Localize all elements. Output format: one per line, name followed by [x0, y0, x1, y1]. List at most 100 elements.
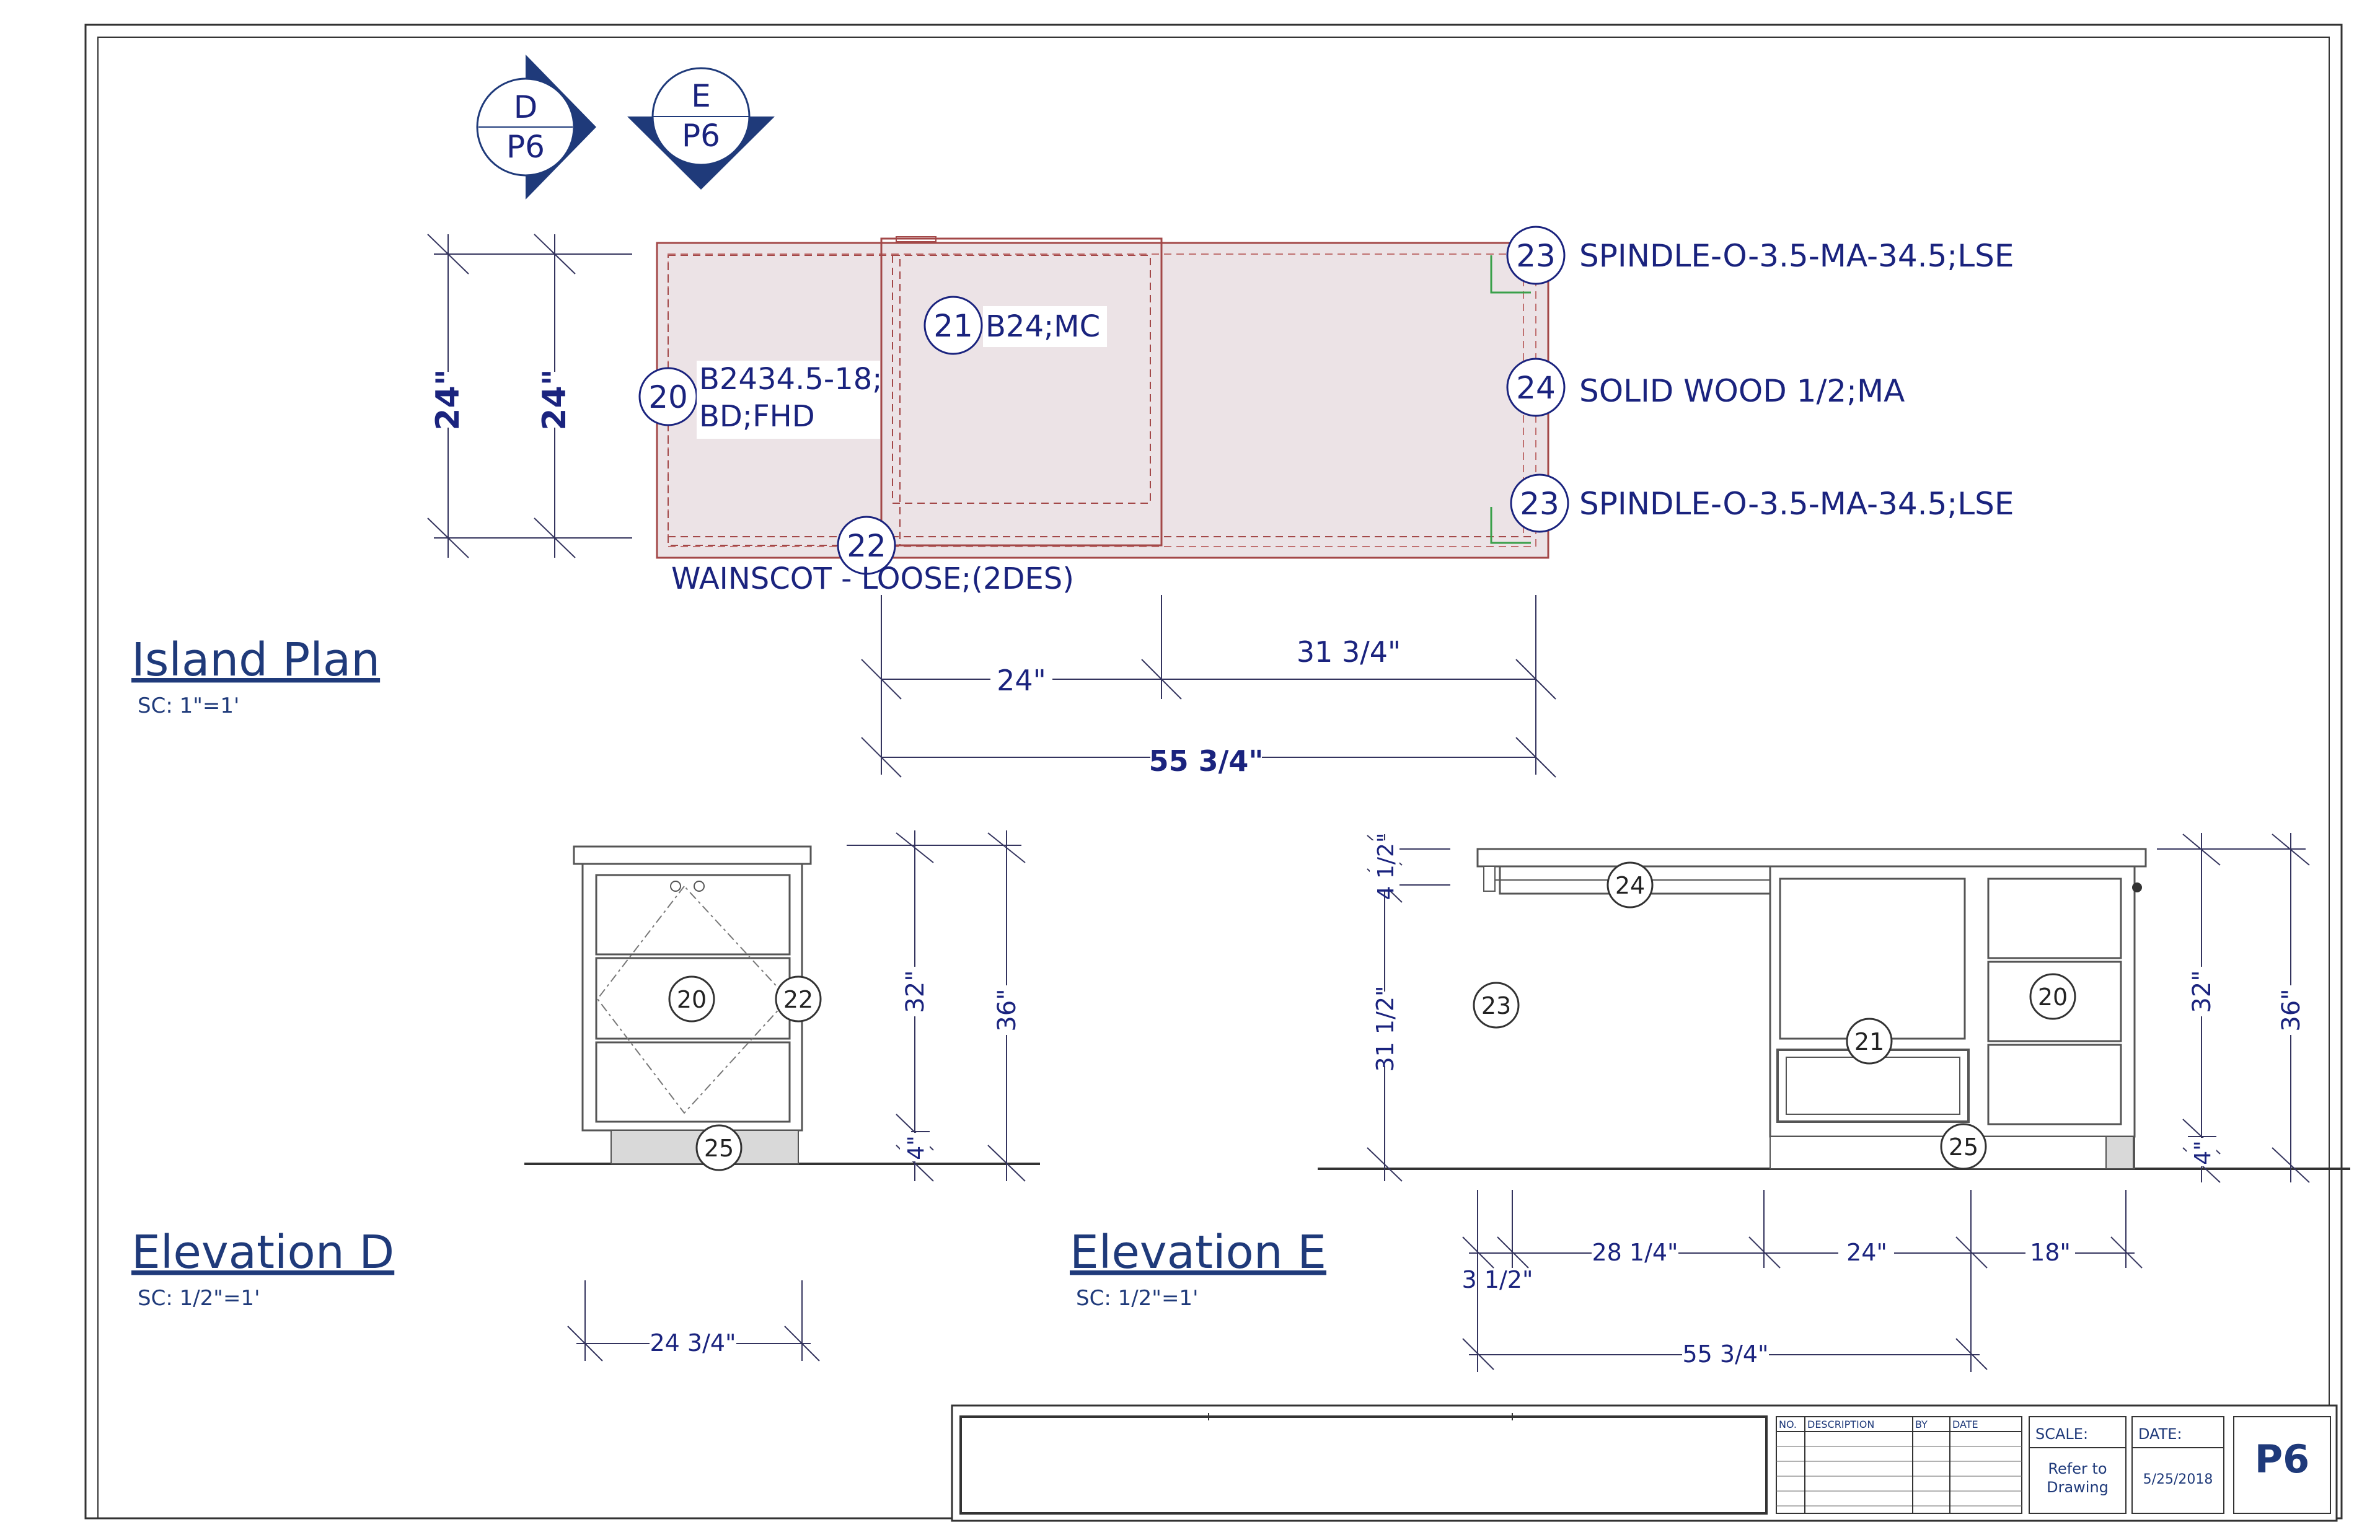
sheet-number-box — [2233, 1416, 2331, 1514]
elev-e-dim-4: 4" — [2190, 1140, 2216, 1164]
scale-label: SCALE: — [2035, 1425, 2088, 1443]
plan-dim-left-outer: 24" — [430, 369, 467, 430]
date-label: DATE: — [2138, 1425, 2182, 1443]
svg-text:25: 25 — [1949, 1133, 1978, 1161]
elev-d-knob-left — [670, 881, 681, 892]
callout-d-sheet: P6 — [506, 129, 545, 165]
svg-text:20: 20 — [2038, 983, 2068, 1011]
scale-box — [2029, 1416, 2127, 1514]
elev-d-door-swing — [596, 886, 790, 1114]
plan-label-solid-wood: SOLID WOOD 1/2;MA — [1579, 373, 1905, 409]
plan-label-wainscot: WAINSCOT - LOOSE;(2DES) — [671, 561, 1074, 596]
elev-e-drawer-20-bottom — [1987, 1044, 2122, 1125]
date-box — [2131, 1416, 2224, 1514]
plan-tag-23-top: 23 — [1506, 226, 1566, 285]
elev-e-dim-total: 55 3/4" — [1682, 1340, 1768, 1368]
section-callout-e: E P6 — [627, 67, 775, 190]
svg-text:21: 21 — [933, 308, 973, 344]
elev-d-dim-32: 32" — [901, 970, 930, 1013]
spindle-leg-bottom — [1490, 507, 1531, 544]
rev-header-date: DATE — [1952, 1419, 1978, 1430]
elev-e-drawer-20-mid — [1987, 961, 2122, 1042]
rev-header-by: BY — [1915, 1419, 1928, 1430]
svg-text:24: 24 — [1516, 370, 1556, 406]
plan-dim-bottom-31: 31 3/4" — [1297, 635, 1401, 669]
scale-value-line2: Drawing — [2047, 1479, 2109, 1496]
elev-e-dims-width — [1462, 1190, 2143, 1372]
elevation-e-scale: SC: 1/2"=1' — [1076, 1286, 1198, 1311]
elevation-d: 20 22 25 32" 36" 4" — [524, 830, 1040, 1362]
svg-text:20: 20 — [677, 986, 707, 1013]
revision-table — [1776, 1416, 2022, 1514]
svg-text:25: 25 — [704, 1135, 734, 1162]
elev-e-tag-21: 21 — [1846, 1018, 1893, 1065]
svg-text:23: 23 — [1481, 992, 1511, 1019]
elevation-d-title: Elevation D — [131, 1226, 394, 1279]
plan-tag-22: 22 — [837, 516, 896, 575]
rev-header-no: NO. — [1779, 1419, 1797, 1430]
elev-d-panel-top — [595, 874, 791, 956]
elev-e-tag-25: 25 — [1940, 1123, 1987, 1170]
plan-top-notch — [896, 236, 937, 242]
title-block-logo-area — [959, 1415, 1768, 1515]
plan-label-spindle-bottom: SPINDLE-O-3.5-MA-34.5;LSE — [1579, 486, 2014, 522]
title-block: NO. DESCRIPTION BY DATE SCALE: Refer to … — [951, 1404, 2338, 1522]
plan-tag-24: 24 — [1506, 358, 1566, 417]
elev-d-tag-22: 22 — [775, 975, 822, 1023]
elev-e-tag-20: 20 — [2029, 973, 2076, 1020]
plan-dim-left-inner: 24" — [536, 369, 573, 430]
elev-d-dim-36: 36" — [993, 988, 1021, 1031]
plan-label-b20-line2: BD;FHD — [699, 399, 815, 434]
plan-tag-20: 20 — [638, 367, 698, 426]
elev-e-dim-4-5: 4 1/2" — [1373, 833, 1399, 900]
elevation-e: 24 23 21 20 25 4 1/2" 31 1/ — [1318, 833, 2350, 1372]
plan-dim-bottom-24: 24" — [997, 664, 1046, 697]
elev-e-dim-3-5: 3 1/2" — [1462, 1266, 1533, 1293]
elev-d-tag-25: 25 — [695, 1124, 743, 1171]
svg-text:23: 23 — [1516, 238, 1556, 274]
plan-cabinet-21-inner — [892, 255, 1151, 504]
plan-label-b21: B24;MC — [985, 309, 1100, 344]
plan-tag-21: 21 — [923, 296, 983, 355]
elev-d-countertop — [573, 845, 812, 865]
elev-d-tag-20: 20 — [668, 975, 715, 1023]
elev-e-tag-23: 23 — [1473, 982, 1520, 1029]
svg-text:20: 20 — [648, 379, 688, 415]
plan-label-spindle-top: SPINDLE-O-3.5-MA-34.5;LSE — [1579, 238, 2014, 274]
elev-e-bracket — [1483, 866, 1496, 892]
elev-e-knob — [2132, 882, 2142, 892]
elev-e-leg-foot — [2105, 1136, 2134, 1169]
elev-d-panel-bottom — [595, 1041, 791, 1123]
plan-tag-23-bottom: 23 — [1510, 473, 1569, 533]
elev-d-dim-4: 4" — [904, 1135, 929, 1159]
elev-e-dim-36: 36" — [2277, 988, 2306, 1031]
island-plan-scale: SC: 1"=1' — [138, 693, 239, 718]
rev-header-description: DESCRIPTION — [1807, 1419, 1874, 1430]
elev-e-dim-31-5: 31 1/2" — [1372, 985, 1399, 1071]
elev-d-knob-right — [694, 881, 705, 892]
callout-e-sheet: P6 — [682, 118, 720, 154]
spindle-leg-top — [1490, 255, 1531, 294]
elev-e-dim-28: 28 1/4" — [1592, 1239, 1678, 1266]
elev-e-dim-24: 24" — [1846, 1239, 1887, 1266]
elevation-e-title: Elevation E — [1070, 1226, 1326, 1279]
svg-text:21: 21 — [1854, 1028, 1884, 1055]
section-callout-d: D P6 — [476, 55, 596, 200]
island-plan-title: Island Plan — [131, 633, 380, 687]
svg-text:23: 23 — [1520, 486, 1559, 522]
plan-dim-bottom-total: 55 3/4" — [1149, 744, 1264, 778]
svg-text:22: 22 — [847, 528, 886, 564]
plan-cabinet-21 — [880, 237, 1163, 547]
callout-e-letter: E — [691, 78, 711, 114]
svg-text:22: 22 — [783, 986, 813, 1013]
elev-e-countertop — [1476, 848, 2147, 868]
date-value: 5/25/2018 — [2143, 1472, 2213, 1487]
elev-e-cabinet-box — [1769, 865, 2136, 1138]
elev-d-dim-width: 24 3/4" — [650, 1329, 736, 1357]
island-plan: 24" 24" 24" 31 3/4" 55 3/4" 20 B2434.5-1… — [427, 226, 2014, 778]
svg-text:24: 24 — [1615, 872, 1645, 899]
sheet-number: P6 — [2255, 1437, 2310, 1482]
elev-e-drawer-20-top — [1987, 878, 2122, 959]
elevation-d-scale: SC: 1/2"=1' — [138, 1286, 260, 1311]
